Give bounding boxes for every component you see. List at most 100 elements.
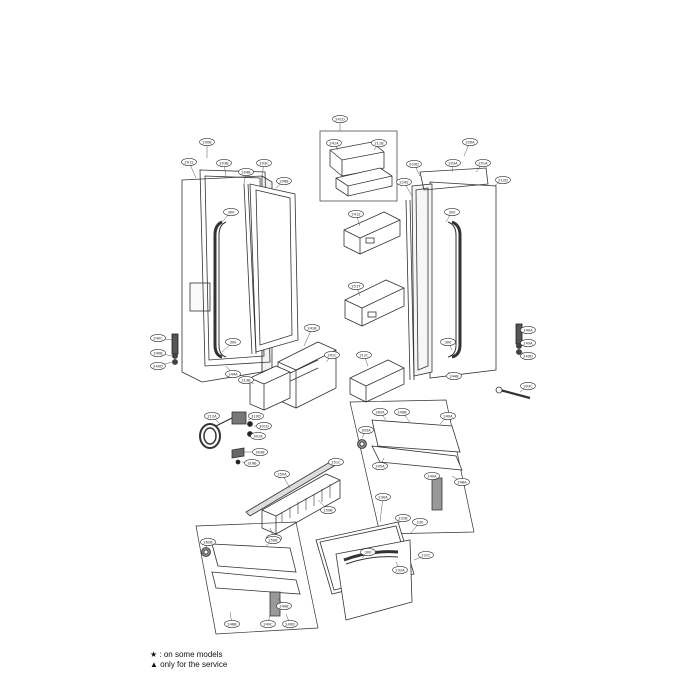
callout-label: 303B bbox=[255, 450, 265, 454]
callout-drawer-r-6: 240A bbox=[424, 472, 440, 481]
callout-door-left-2: 203B bbox=[216, 159, 232, 177]
legend-some-models: ★ : on some models bbox=[150, 650, 223, 659]
callout-tool: 303C bbox=[519, 382, 536, 393]
callout-label: 249D bbox=[285, 622, 295, 626]
callout-label: 212C bbox=[359, 353, 369, 357]
callout-bubble bbox=[520, 382, 536, 390]
left-door-liner bbox=[249, 183, 299, 353]
callout-bubble bbox=[274, 470, 290, 478]
callout-bubble bbox=[394, 408, 410, 416]
door-basket-middle-3 bbox=[349, 359, 405, 403]
callout-label: 300 bbox=[449, 210, 457, 214]
callout-drawer-l-5: 249D bbox=[282, 613, 298, 628]
callout-bubble bbox=[248, 412, 264, 420]
callout-label: 231C bbox=[421, 553, 431, 557]
callout-door-left-3: 203C bbox=[256, 159, 272, 177]
door-basket-middle-2 bbox=[344, 279, 405, 327]
callout-drawer-r-3: 262A bbox=[372, 408, 388, 421]
callout-bubble bbox=[348, 282, 364, 290]
callout-door-right-3: 201A bbox=[475, 159, 491, 173]
callout-bubble bbox=[495, 176, 511, 184]
callout-bubble bbox=[371, 139, 387, 147]
callout-bubble bbox=[223, 208, 239, 216]
callout-label: 300 bbox=[228, 210, 236, 214]
callout-basket-mid-1: 241S bbox=[348, 210, 364, 227]
callout-bubble bbox=[252, 448, 268, 456]
callout-label: 201A bbox=[478, 161, 488, 165]
callout-label: 211B bbox=[374, 141, 384, 145]
callout-freezer-4: 231C bbox=[413, 551, 434, 561]
callout-bubble bbox=[348, 210, 364, 218]
callout-label: 201S bbox=[184, 160, 194, 164]
callout-bubble bbox=[418, 551, 434, 559]
callout-hinge-right-2: 249A bbox=[520, 339, 536, 347]
callout-label: 300 bbox=[230, 340, 238, 344]
right-door-liner bbox=[411, 183, 433, 377]
drawer-rail-right bbox=[349, 399, 475, 535]
callout-label: 262B bbox=[203, 540, 213, 544]
callout-bubble bbox=[265, 536, 281, 544]
callout-hinge-left-2: 240B bbox=[150, 349, 173, 357]
callout-label: 203D bbox=[409, 162, 419, 166]
callout-drawer-l-1: 250B bbox=[265, 536, 281, 547]
callout-label: 240B bbox=[153, 351, 163, 355]
callout-label: 203C bbox=[259, 161, 269, 165]
callout-drawer-l-6: 248B bbox=[224, 611, 240, 628]
callout-bubble bbox=[324, 351, 340, 359]
callout-label: 240D bbox=[523, 354, 533, 358]
callout-hinge-right-3: 240D bbox=[520, 351, 536, 360]
callout-wire-4: 301A bbox=[250, 432, 266, 440]
drawer-rail-left bbox=[195, 521, 319, 635]
callout-label: 241B bbox=[307, 326, 317, 330]
callout-label: 251C bbox=[331, 460, 341, 464]
legend: ★ : on some models ▲ only for the servic… bbox=[150, 650, 227, 670]
callout-label: 249B bbox=[279, 604, 289, 608]
callout-door-right-2: 203A bbox=[445, 159, 461, 173]
callout-wire-1: 212A bbox=[204, 412, 221, 425]
callout-bubble bbox=[256, 159, 272, 167]
callout-bubble bbox=[204, 412, 220, 420]
callout-label: 248B bbox=[227, 622, 237, 626]
callout-bubble bbox=[445, 159, 461, 167]
callout-drawer-r-5: 245A bbox=[372, 457, 388, 470]
callout-wire-2: 310D bbox=[247, 412, 264, 421]
callout-basket-top: 241D bbox=[332, 115, 348, 131]
callout-label: 231B bbox=[398, 516, 408, 520]
callout-bubble bbox=[332, 115, 348, 123]
callout-label: 244A bbox=[228, 372, 238, 376]
callout-drawer-l-4: 249C bbox=[260, 613, 276, 628]
callout-basket-mid-4: 241C bbox=[324, 351, 340, 363]
left-door-window bbox=[189, 282, 211, 312]
callout-drawer-r-1: 249B bbox=[394, 408, 411, 423]
callout-bubble bbox=[396, 178, 412, 186]
callout-door-right-8: 244B bbox=[446, 371, 462, 380]
callout-bubble bbox=[372, 408, 388, 416]
callout-label: 212A bbox=[207, 414, 217, 418]
callout-bubble bbox=[358, 426, 374, 434]
callout-label: 300 bbox=[445, 340, 453, 344]
callout-bubble bbox=[304, 324, 320, 332]
callout-door-left-4: 204B bbox=[238, 168, 254, 185]
callout-door-left-top: 200B bbox=[199, 138, 215, 158]
callout-label: 248A bbox=[457, 480, 467, 484]
callout-drawer-r-7: 248A bbox=[451, 475, 470, 486]
callout-drawer-r-4: 303A bbox=[358, 426, 374, 439]
callout-wire-3: 301D bbox=[254, 422, 272, 430]
callout-rail-2: 251C bbox=[328, 458, 344, 469]
callout-basket-top-b: 211B bbox=[371, 139, 387, 151]
callout-basket-mid-5: 212C bbox=[356, 351, 372, 367]
callout-bubble bbox=[520, 352, 536, 360]
callout-label: 240C bbox=[153, 336, 163, 340]
callout-bubble bbox=[440, 338, 456, 346]
callout-bubble bbox=[250, 432, 266, 440]
callout-door-left-6: 300 bbox=[221, 208, 239, 223]
callout-label: 212D bbox=[498, 178, 508, 182]
callout-basket-mid-3: 241B bbox=[303, 324, 320, 347]
left-hinge bbox=[171, 333, 179, 365]
callout-label: 249A bbox=[443, 414, 453, 418]
callout-bubble bbox=[200, 538, 216, 546]
callout-bubble bbox=[360, 548, 376, 556]
callout-label: 241D bbox=[335, 117, 345, 121]
drawer-rail-frame-left bbox=[195, 521, 319, 635]
